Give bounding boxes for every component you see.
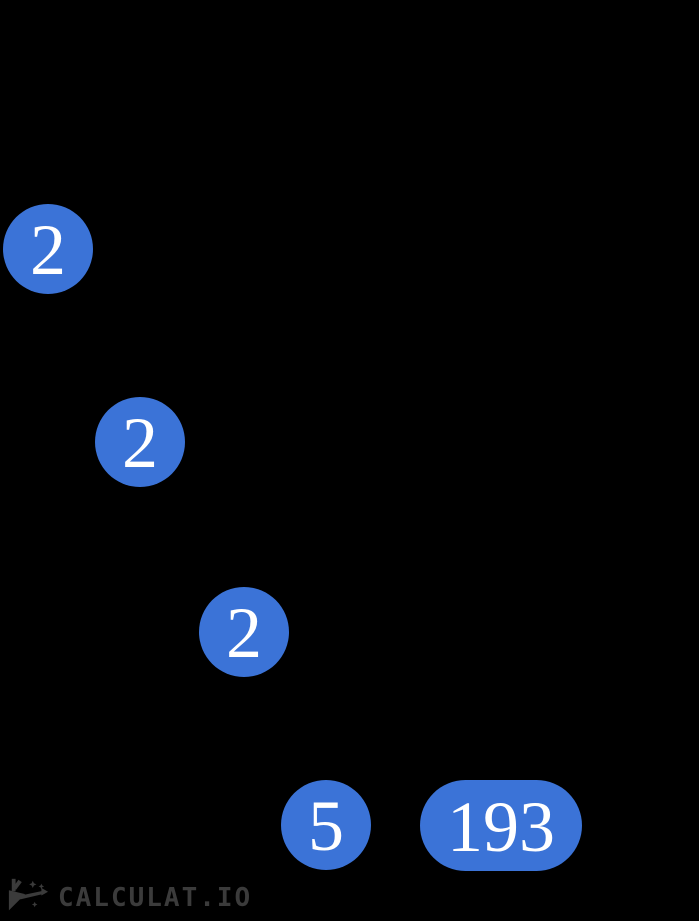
prime-factor-node-1: 2 <box>3 204 93 294</box>
prime-factor-node-5: 193 <box>420 780 582 871</box>
prime-factor-node-3: 2 <box>199 587 289 677</box>
watermark: CALCULAT.IO <box>5 874 252 918</box>
prime-factor-node-4: 5 <box>281 780 371 870</box>
prime-factor-node-2: 2 <box>95 397 185 487</box>
slingshot-sparkles-icon <box>8 878 49 911</box>
watermark-text: CALCULAT.IO <box>58 883 253 913</box>
